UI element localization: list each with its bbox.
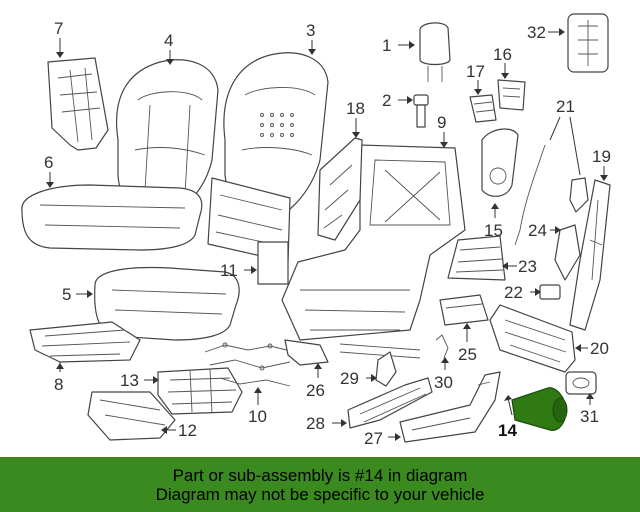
- exploded-seat-diagram: 7 4 3 1 16 32 17 2 21 18 9 6 19 15 24 11…: [21, 13, 611, 448]
- callout-16: 16: [493, 45, 512, 64]
- part-info-banner: Part or sub-assembly is #14 in diagram D…: [0, 457, 640, 512]
- callout-31: 31: [580, 407, 599, 426]
- callout-9: 9: [437, 113, 446, 132]
- callout-1: 1: [382, 36, 391, 55]
- part-6-cushion-pad: [21, 172, 203, 251]
- part-28-side-cover: [332, 377, 433, 429]
- part-12-seat-pan: [87, 391, 176, 441]
- part-31-switch: [565, 371, 597, 405]
- callout-19: 19: [592, 147, 611, 166]
- callout-20: 20: [590, 339, 609, 358]
- callout-22: 22: [504, 283, 523, 302]
- part-32-control-module: [548, 13, 609, 73]
- part-26-trim-piece: [284, 339, 329, 378]
- part-19-side-shield: [569, 166, 611, 331]
- part-2-headrest-guide: [398, 94, 429, 128]
- banner-line-disclaimer: Diagram may not be specific to your vehi…: [155, 484, 485, 504]
- callout-12: 12: [178, 421, 197, 440]
- callout-4: 4: [164, 31, 173, 50]
- part-13-sensor-mat: [157, 367, 243, 415]
- lumbar-support-panel: [207, 177, 291, 285]
- callout-23: 23: [518, 257, 537, 276]
- callout-7: 7: [54, 19, 63, 38]
- part-10-wire-harness: [204, 342, 296, 405]
- callout-17: 17: [466, 62, 485, 81]
- part-8-heater-mat: [29, 321, 141, 372]
- part-21-cable: [514, 116, 589, 246]
- callout-2: 2: [382, 91, 391, 110]
- part-5-cushion-cover: [94, 266, 240, 341]
- callout-14: 14: [498, 421, 517, 440]
- callout-26: 26: [306, 381, 325, 400]
- callout-18: 18: [346, 99, 365, 118]
- callout-29: 29: [340, 369, 359, 388]
- part-18-side-panel: [317, 118, 363, 241]
- part-24-knob: [550, 224, 581, 281]
- callout-13: 13: [120, 371, 139, 390]
- banner-line-part-number: Part or sub-assembly is #14 in diagram: [172, 465, 468, 485]
- part-1-headrest: [398, 22, 451, 82]
- callout-8: 8: [54, 375, 63, 394]
- part-14-actuator-highlighted: [504, 387, 568, 431]
- part-30-clip: [435, 334, 449, 370]
- part-17-trim: [469, 80, 497, 123]
- part-25-bracket: [439, 294, 489, 342]
- callout-24: 24: [528, 221, 547, 240]
- callout-3: 3: [306, 21, 315, 40]
- callout-10: 10: [248, 407, 267, 426]
- part-23-trim-panel: [447, 235, 517, 281]
- part-9-seat-frame: [281, 132, 466, 359]
- callout-25: 25: [458, 345, 477, 364]
- callout-21: 21: [556, 97, 575, 116]
- part-22-clip: [530, 284, 561, 300]
- part-16-switch: [497, 63, 526, 111]
- callout-5: 5: [62, 285, 71, 304]
- part-7-back-panel: [47, 38, 109, 151]
- part-29-bracket: [366, 351, 397, 387]
- callout-32: 32: [527, 23, 546, 42]
- part-27-outer-cover: [388, 371, 501, 443]
- callout-6: 6: [44, 153, 53, 172]
- callout-11: 11: [220, 261, 238, 280]
- callout-15: 15: [484, 221, 503, 240]
- callout-27: 27: [364, 429, 383, 448]
- part-15-back-panel: [481, 128, 519, 218]
- part-3-back-cover-perforated: [223, 40, 329, 223]
- part-20-side-trim: [489, 304, 588, 373]
- callout-30: 30: [434, 373, 453, 392]
- callout-28: 28: [306, 414, 325, 433]
